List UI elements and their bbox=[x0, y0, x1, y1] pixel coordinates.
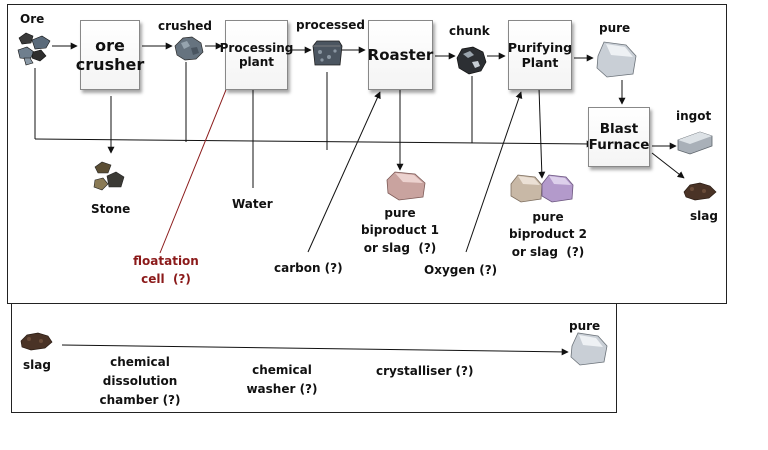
biproduct-1-label: pure biproduct 1 or slag (?) bbox=[358, 205, 442, 257]
biproduct-2-icon bbox=[511, 175, 573, 202]
slag-icon bbox=[21, 333, 52, 350]
arrow-furnace-to-slag bbox=[652, 153, 684, 178]
chunk-label: chunk bbox=[449, 22, 490, 40]
pure-label: pure bbox=[599, 19, 630, 37]
crushed-ore-icon bbox=[175, 37, 203, 60]
chemical-dissolution-chamber-label: chemical dissolution chamber (?) bbox=[92, 353, 188, 411]
floatation-cell-line bbox=[160, 70, 234, 253]
ore-icon bbox=[18, 33, 50, 65]
crystalliser-label: crystalliser (?) bbox=[376, 362, 473, 380]
ingot-icon bbox=[678, 132, 712, 154]
processing-plant-box: Processing plant bbox=[225, 20, 288, 90]
carbon-label: carbon (?) bbox=[274, 259, 343, 277]
chemical-washer-label: chemical washer (?) bbox=[234, 361, 330, 398]
ore-chunk-icon bbox=[457, 47, 486, 74]
biproduct-2-label: pure biproduct 2 or slag (?) bbox=[506, 209, 590, 261]
biproduct-1-icon bbox=[387, 172, 425, 200]
ore-label: Ore bbox=[20, 10, 44, 28]
pure-ore-icon bbox=[597, 42, 636, 77]
pure-ore-icon bbox=[571, 333, 607, 365]
slag-label: slag bbox=[23, 356, 51, 374]
ore-crusher-box: ore crusher bbox=[80, 20, 140, 90]
arrow-purifying-to-biproduct-2 bbox=[539, 88, 542, 178]
water-label: Water bbox=[232, 195, 273, 213]
slag-icon bbox=[684, 183, 716, 200]
oxygen-label: Oxygen (?) bbox=[424, 261, 497, 279]
stone-icon bbox=[94, 162, 124, 190]
processed-label: processed bbox=[296, 16, 365, 34]
pure-label: pure bbox=[569, 317, 600, 335]
purifying-plant-box: Purifying Plant bbox=[508, 20, 572, 90]
stone-label: Stone bbox=[91, 200, 130, 218]
crushed-label: crushed bbox=[158, 17, 212, 35]
processed-ore-icon bbox=[313, 41, 342, 65]
slag-label: slag bbox=[690, 207, 718, 225]
ingot-label: ingot bbox=[676, 107, 711, 125]
blast-furnace-box: Blast Furnace bbox=[588, 107, 650, 167]
roaster-box: Roaster bbox=[368, 20, 433, 90]
floatation-cell-label: floatation cell (?) bbox=[118, 252, 214, 288]
bypass-to-furnace bbox=[35, 139, 593, 144]
arrow-slag-to-pure bbox=[62, 345, 568, 352]
